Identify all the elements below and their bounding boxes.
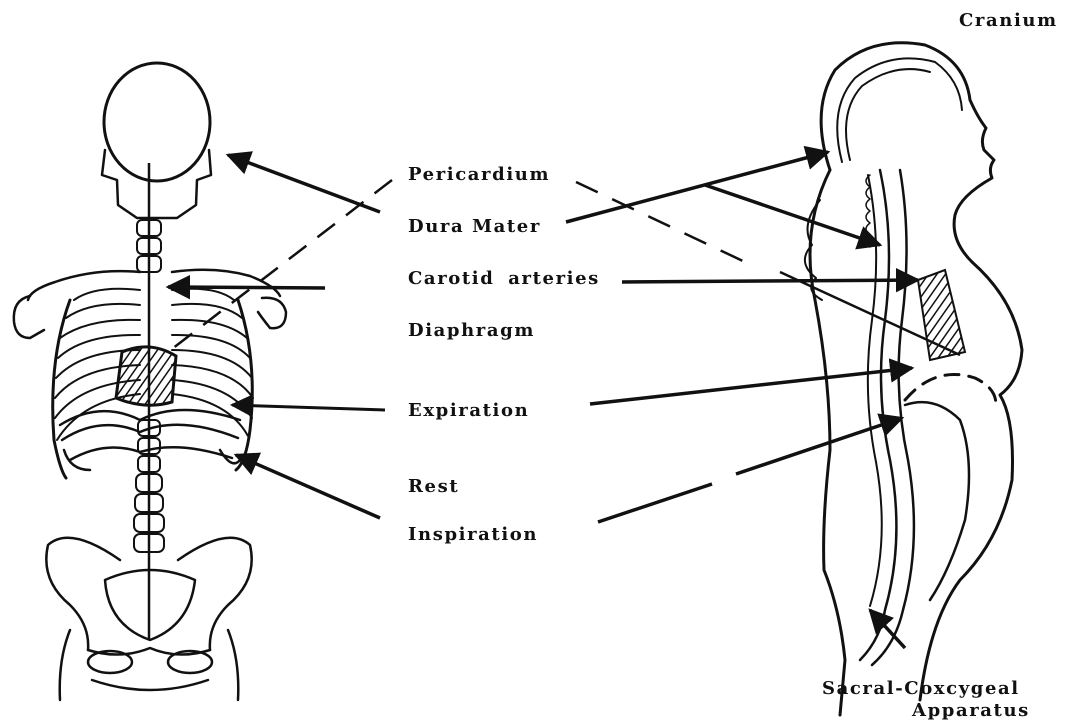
spine-canal	[868, 175, 882, 606]
shoulder-right	[258, 298, 286, 328]
label-cranium: Cranium	[959, 12, 1058, 30]
profile-head	[821, 43, 994, 262]
arrow-inspiration-front	[236, 455, 380, 518]
label-sacral-coxcygeal: Sacral-Coxcygeal	[822, 680, 1020, 698]
front-skeleton	[14, 63, 286, 700]
arrow-carotid-side	[622, 280, 918, 282]
label-apparatus: Apparatus	[912, 702, 1030, 720]
label-expiration: Expiration	[408, 402, 529, 420]
label-inspiration: Inspiration	[408, 526, 538, 544]
clavicle-left	[28, 271, 140, 300]
profile-skull-inner	[837, 58, 962, 162]
label-pericardium: Pericardium	[408, 166, 550, 184]
label-rest: Rest	[408, 478, 459, 496]
label-carotid-arteries: Carotid arteries	[408, 270, 600, 288]
profile-skull-inner2	[846, 69, 930, 160]
connector-arrows	[168, 152, 960, 648]
arrow-expiration-side	[590, 368, 912, 404]
heart-hatched	[116, 347, 176, 405]
vertebrae-wavy	[866, 175, 870, 247]
arrow-dura-cranium	[566, 152, 828, 222]
arrow-inspiration-side	[598, 484, 712, 522]
arrow-skull	[228, 155, 380, 212]
arrow-expiration-front	[232, 405, 385, 410]
dash-pericardium-side	[576, 182, 745, 262]
arrow-sacral	[870, 610, 905, 648]
shoulder-left	[14, 296, 44, 338]
arrow-carotid-front	[168, 287, 325, 288]
skull-front	[104, 63, 210, 181]
diaphragm-side-dashed	[905, 374, 996, 410]
label-diaphragm: Diaphragm	[408, 322, 535, 340]
abdomen-curve	[905, 402, 969, 600]
label-dura-mater: Dura Mater	[408, 218, 541, 236]
clavicle-right	[172, 270, 280, 296]
arrow-dura-spine	[705, 185, 880, 245]
side-profile	[805, 43, 1022, 715]
